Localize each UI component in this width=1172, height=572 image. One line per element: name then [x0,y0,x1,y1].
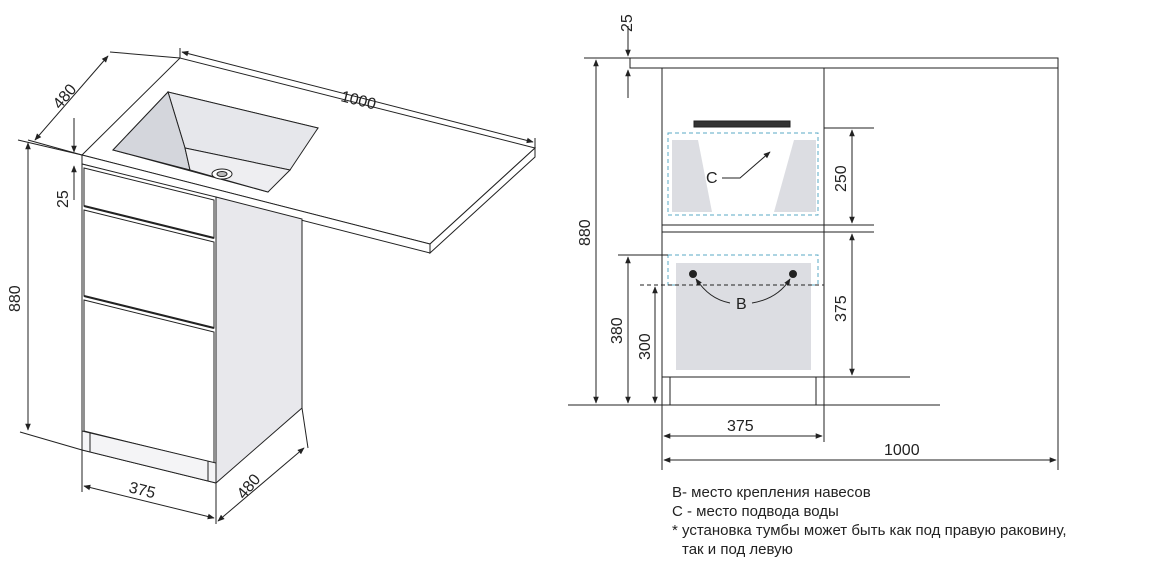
legend-note-2: так и под левую [682,541,793,558]
marker-b: B [736,296,747,313]
zone-c-left [672,140,712,212]
zone-b-height-label: 375 [833,295,850,322]
mount-point-left [689,270,697,278]
legend-line-c: С - место подвода воды [672,503,839,520]
iso-countertop-label: 25 [55,190,72,208]
legend: В- место крепления навесов С - место под… [672,483,1067,559]
total-width-label: 1000 [884,442,920,459]
iso-height-label: 880 [7,285,24,312]
iso-depth-top-label: 480 [50,81,80,112]
drain-hole-inner [216,171,228,177]
front-view [568,57,1059,406]
isometric-view [81,57,537,485]
cabinet-width-label: 375 [727,418,754,435]
iso-depth-side-label: 480 [234,471,264,502]
legend-line-b: В- место крепления навесов [672,484,871,501]
sink-basin-floor [184,147,292,193]
mount-low-label: 300 [637,333,654,360]
iso-front-width-label: 375 [127,479,157,502]
zone-c-height-label: 250 [833,165,850,192]
legend-note-1: * установка тумбы может быть как под пра… [672,522,1067,539]
front-dimensions [584,26,1059,470]
cabinet-side [215,196,303,485]
mount-point-right [789,270,797,278]
front-countertop [629,57,1059,69]
mount-height-label: 380 [609,317,626,344]
marker-c: C [706,170,718,187]
isometric-dimensions [17,48,536,524]
front-countertop-label: 25 [619,14,636,32]
zone-c [667,132,819,216]
countertop-right-edge [429,146,536,255]
front-height-label: 880 [577,219,594,246]
zone-c-right [774,140,816,212]
